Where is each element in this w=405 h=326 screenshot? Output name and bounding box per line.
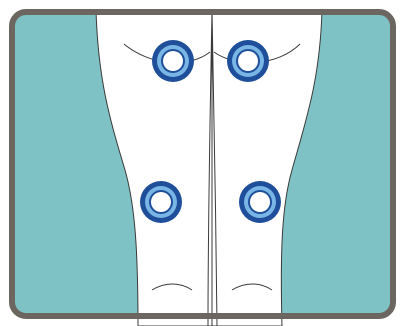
electrode-pad-lower-right — [239, 181, 281, 223]
electrode-pad-upper-right — [227, 40, 269, 82]
pad-ring — [250, 192, 270, 212]
pad-ring — [163, 51, 183, 71]
pad-ring — [151, 192, 171, 212]
pad-ring — [238, 51, 258, 71]
electrode-pad-upper-left — [152, 40, 194, 82]
electrode-pad-lower-left — [140, 181, 182, 223]
